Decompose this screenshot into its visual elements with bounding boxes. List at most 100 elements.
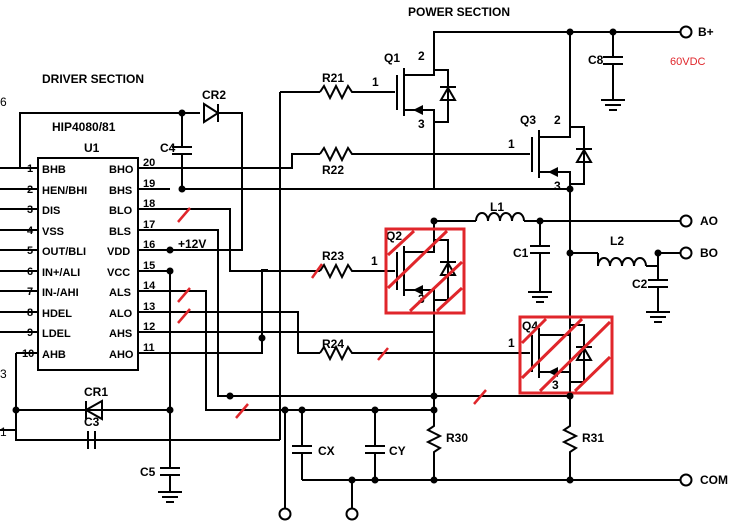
pin-num-9: 9 (27, 327, 33, 339)
r30-resistor (425, 410, 443, 480)
pin-name-aho: AHO (109, 349, 134, 361)
q4-highlight-box (518, 315, 614, 395)
pin-name-ahs: AHS (109, 328, 132, 340)
l1-label: L1 (490, 200, 504, 214)
pin-num-11: 11 (143, 342, 155, 354)
pin-num-13: 13 (143, 301, 155, 313)
edge-label-mid: 3 (0, 367, 7, 381)
sense-terminal-a (278, 507, 292, 521)
pin-name-in-plus-ali: IN+/ALI (42, 267, 80, 279)
c2-label: C2 (632, 277, 648, 291)
pin-num-20: 20 (143, 157, 155, 169)
r22-resistor (319, 145, 530, 163)
q4-gate-pin: 1 (508, 336, 515, 350)
pin-num-4: 4 (27, 225, 34, 237)
q1-source-pin: 3 (418, 117, 425, 131)
ao-terminal (679, 214, 693, 228)
q1-drain-pin: 2 (418, 49, 425, 63)
r31-resistor (561, 396, 579, 480)
cr1-diode (83, 399, 170, 421)
q3-source-pin: 3 (554, 179, 561, 193)
pin-name-ldel: LDEL (42, 328, 71, 340)
power-section-title: POWER SECTION (408, 5, 510, 19)
pin-num-6: 6 (27, 266, 33, 278)
c1-label: C1 (513, 246, 529, 260)
r21-label: R21 (322, 71, 344, 85)
l2-label: L2 (610, 234, 624, 248)
q2-gate-pin: 1 (371, 254, 378, 268)
q2-label: Q2 (386, 229, 402, 243)
pin-num-17: 17 (143, 219, 155, 231)
b-plus-rail (433, 31, 680, 113)
red-cut-marks (177, 207, 487, 419)
com-label: COM (700, 473, 728, 487)
cx-capacitor (292, 410, 312, 480)
q1-gate-pin: 1 (372, 75, 379, 89)
pin-num-1: 1 (27, 163, 33, 175)
pin-name-bls: BLS (109, 226, 131, 238)
pin-num-5: 5 (27, 245, 33, 257)
c1-capacitor (528, 221, 552, 303)
pin-name-out-bli: OUT/BLI (42, 246, 86, 258)
edge-label-low: 1 (0, 425, 7, 439)
r23-resistor (319, 262, 395, 280)
pin-name-bho: BHO (109, 164, 134, 176)
bo-terminal (679, 246, 693, 260)
vdd-supply-label: +12V (178, 237, 206, 251)
pin-num-8: 8 (27, 307, 33, 319)
pin-num-3: 3 (27, 204, 33, 216)
pin-name-dis: DIS (42, 205, 60, 217)
r30-label: R30 (446, 431, 468, 445)
c3-label: C3 (84, 415, 100, 429)
q2-highlight-box (384, 227, 466, 315)
pin-name-alo: ALO (109, 308, 133, 320)
sense-terminal-b (345, 507, 359, 521)
bootstrap-network (19, 102, 243, 251)
pin-num-14: 14 (143, 280, 156, 292)
pin-num-19: 19 (143, 178, 155, 190)
q3-gate-pin: 1 (508, 137, 515, 151)
u1-label: U1 (84, 141, 100, 155)
pin-name-vcc: VCC (107, 267, 130, 279)
q4-mosfet (531, 253, 593, 396)
r21-resistor (319, 83, 395, 101)
pin-name-blo: BLO (109, 205, 133, 217)
l1-inductor (434, 212, 680, 222)
com-terminal (679, 473, 693, 487)
gate-drive-wiring (0, 91, 570, 468)
q4-source-pin: 3 (552, 378, 559, 392)
ao-label: AO (700, 214, 718, 228)
pin-num-12: 12 (143, 321, 155, 333)
pin-num-15: 15 (143, 260, 155, 272)
u1-right-pins (138, 167, 170, 354)
r24-label: R24 (322, 337, 344, 351)
pin-name-in-minus-ahi: IN-/AHI (42, 287, 79, 299)
bo-label: BO (700, 246, 718, 260)
pin-name-bhs: BHS (109, 185, 132, 197)
pin-num-2: 2 (27, 184, 33, 196)
pin-num-16: 16 (143, 239, 155, 251)
pin-name-bhb: BHB (42, 164, 66, 176)
b-plus-label: B+ (698, 25, 714, 39)
chip-part-number: HIP4080/81 (52, 120, 116, 134)
c3-capacitor (15, 410, 170, 449)
l2-inductor (570, 252, 680, 267)
supply-voltage-label: 60VDC (670, 56, 706, 68)
pin-name-hen-bhi: HEN/BHI (42, 185, 87, 197)
q3-label: Q3 (520, 113, 536, 127)
c5-label: C5 (140, 465, 156, 479)
c5-capacitor (158, 467, 182, 503)
c4-label: C4 (160, 141, 176, 155)
pin-name-als: ALS (109, 287, 131, 299)
q3-drain-pin: 2 (554, 113, 561, 127)
q3-mosfet (531, 113, 593, 396)
pin-name-vdd: VDD (107, 246, 130, 258)
pin-num-7: 7 (27, 286, 33, 298)
c8-label: C8 (588, 53, 604, 67)
com-rail (284, 410, 680, 508)
cy-capacitor (365, 410, 385, 480)
q1-mosfet (396, 50, 457, 189)
driver-section-title: DRIVER SECTION (42, 72, 144, 86)
r23-label: R23 (322, 249, 344, 263)
